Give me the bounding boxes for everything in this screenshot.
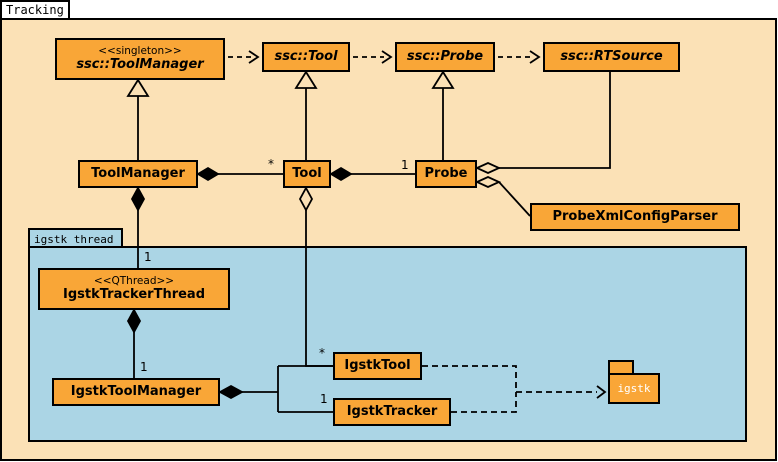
dependency-arrow-ssctool-sscprobe [353, 50, 393, 64]
composition-igstktrackerthread-igstktoolmanager [126, 308, 142, 378]
package-title: Tracking [6, 3, 64, 17]
class-name: ssc::ToolManager [76, 57, 204, 73]
class-probexmlconfigparser: ProbeXmlConfigParser [530, 203, 740, 231]
composition-igstktoolmanager-children [218, 365, 333, 413]
class-igstktoolmanager: IgstkToolManager [52, 378, 220, 406]
class-name: Tool [292, 165, 322, 181]
multiplicity-label-igstktoolmanager: 1 [140, 360, 148, 374]
class-igstktool: IgstkTool [333, 352, 422, 380]
class-probe: Probe [415, 160, 477, 188]
multiplicity-label-igstktracker: 1 [320, 392, 328, 406]
class-name: ssc::RTSource [560, 48, 663, 64]
class-ssc-rtsource: ssc::RTSource [543, 42, 680, 72]
igstk-thread-label: igstk thread [34, 232, 114, 246]
class-name: IgstkToolManager [70, 383, 202, 399]
multiplicity-label-tool: * [268, 157, 274, 171]
class-name: Probe [424, 165, 468, 181]
multiplicity-label-trackerthread: 1 [144, 250, 152, 264]
dependency-arrow-ssctoolmanager-ssctool [228, 50, 260, 64]
igstk-thread-package-tab: igstk thread [28, 228, 123, 248]
class-name: IgstkTool [344, 357, 411, 373]
class-ssc-tool: ssc::Tool [262, 42, 350, 72]
stereotype-qthread: <<QThread>> [93, 274, 175, 287]
class-igstktracker: IgstkTracker [333, 398, 451, 426]
class-name: ToolManager [91, 165, 185, 181]
tracking-package-tab: Tracking [0, 0, 70, 20]
class-name: ssc::Tool [274, 48, 338, 64]
class-name: ssc::Probe [406, 48, 484, 64]
aggregation-probe-probexmlconfigparser [474, 176, 531, 217]
composition-toolmanager-igstktrackerthread [130, 186, 146, 268]
composition-toolmanager-tool [196, 166, 283, 182]
class-name: ProbeXmlConfigParser [552, 208, 718, 224]
generalization-tool-icon [294, 70, 318, 160]
class-name: IgstkTracker [346, 403, 438, 419]
generalization-toolmanager-icon [126, 78, 150, 160]
multiplicity-label-probe: 1 [401, 158, 409, 172]
stereotype-singleton: <<singleton>> [98, 44, 182, 57]
igstk-package-label: igstk [617, 382, 651, 395]
class-tool: Tool [283, 160, 331, 188]
class-igstktrackerthread: <<QThread>> IgstkTrackerThread [38, 268, 230, 310]
class-ssc-probe: ssc::Probe [395, 42, 495, 72]
class-ssc-toolmanager: <<singleton>> ssc::ToolManager [55, 38, 225, 80]
dependency-igstktool-igstk [422, 365, 517, 392]
aggregation-probe-rtsource [474, 72, 611, 174]
composition-tool-probe [329, 166, 415, 182]
dependency-arrow-sscprobe-sscrtsource [498, 50, 541, 64]
class-toolmanager: ToolManager [78, 160, 198, 188]
dependency-igstktracker-igstk [451, 385, 607, 413]
igstk-package-tab [608, 360, 634, 374]
igstk-package-body: igstk [608, 373, 660, 404]
generalization-probe-icon [431, 70, 455, 160]
aggregation-tool-igstktool [298, 186, 333, 367]
class-name: IgstkTrackerThread [62, 287, 206, 303]
multiplicity-label-igstktool: * [319, 346, 325, 360]
